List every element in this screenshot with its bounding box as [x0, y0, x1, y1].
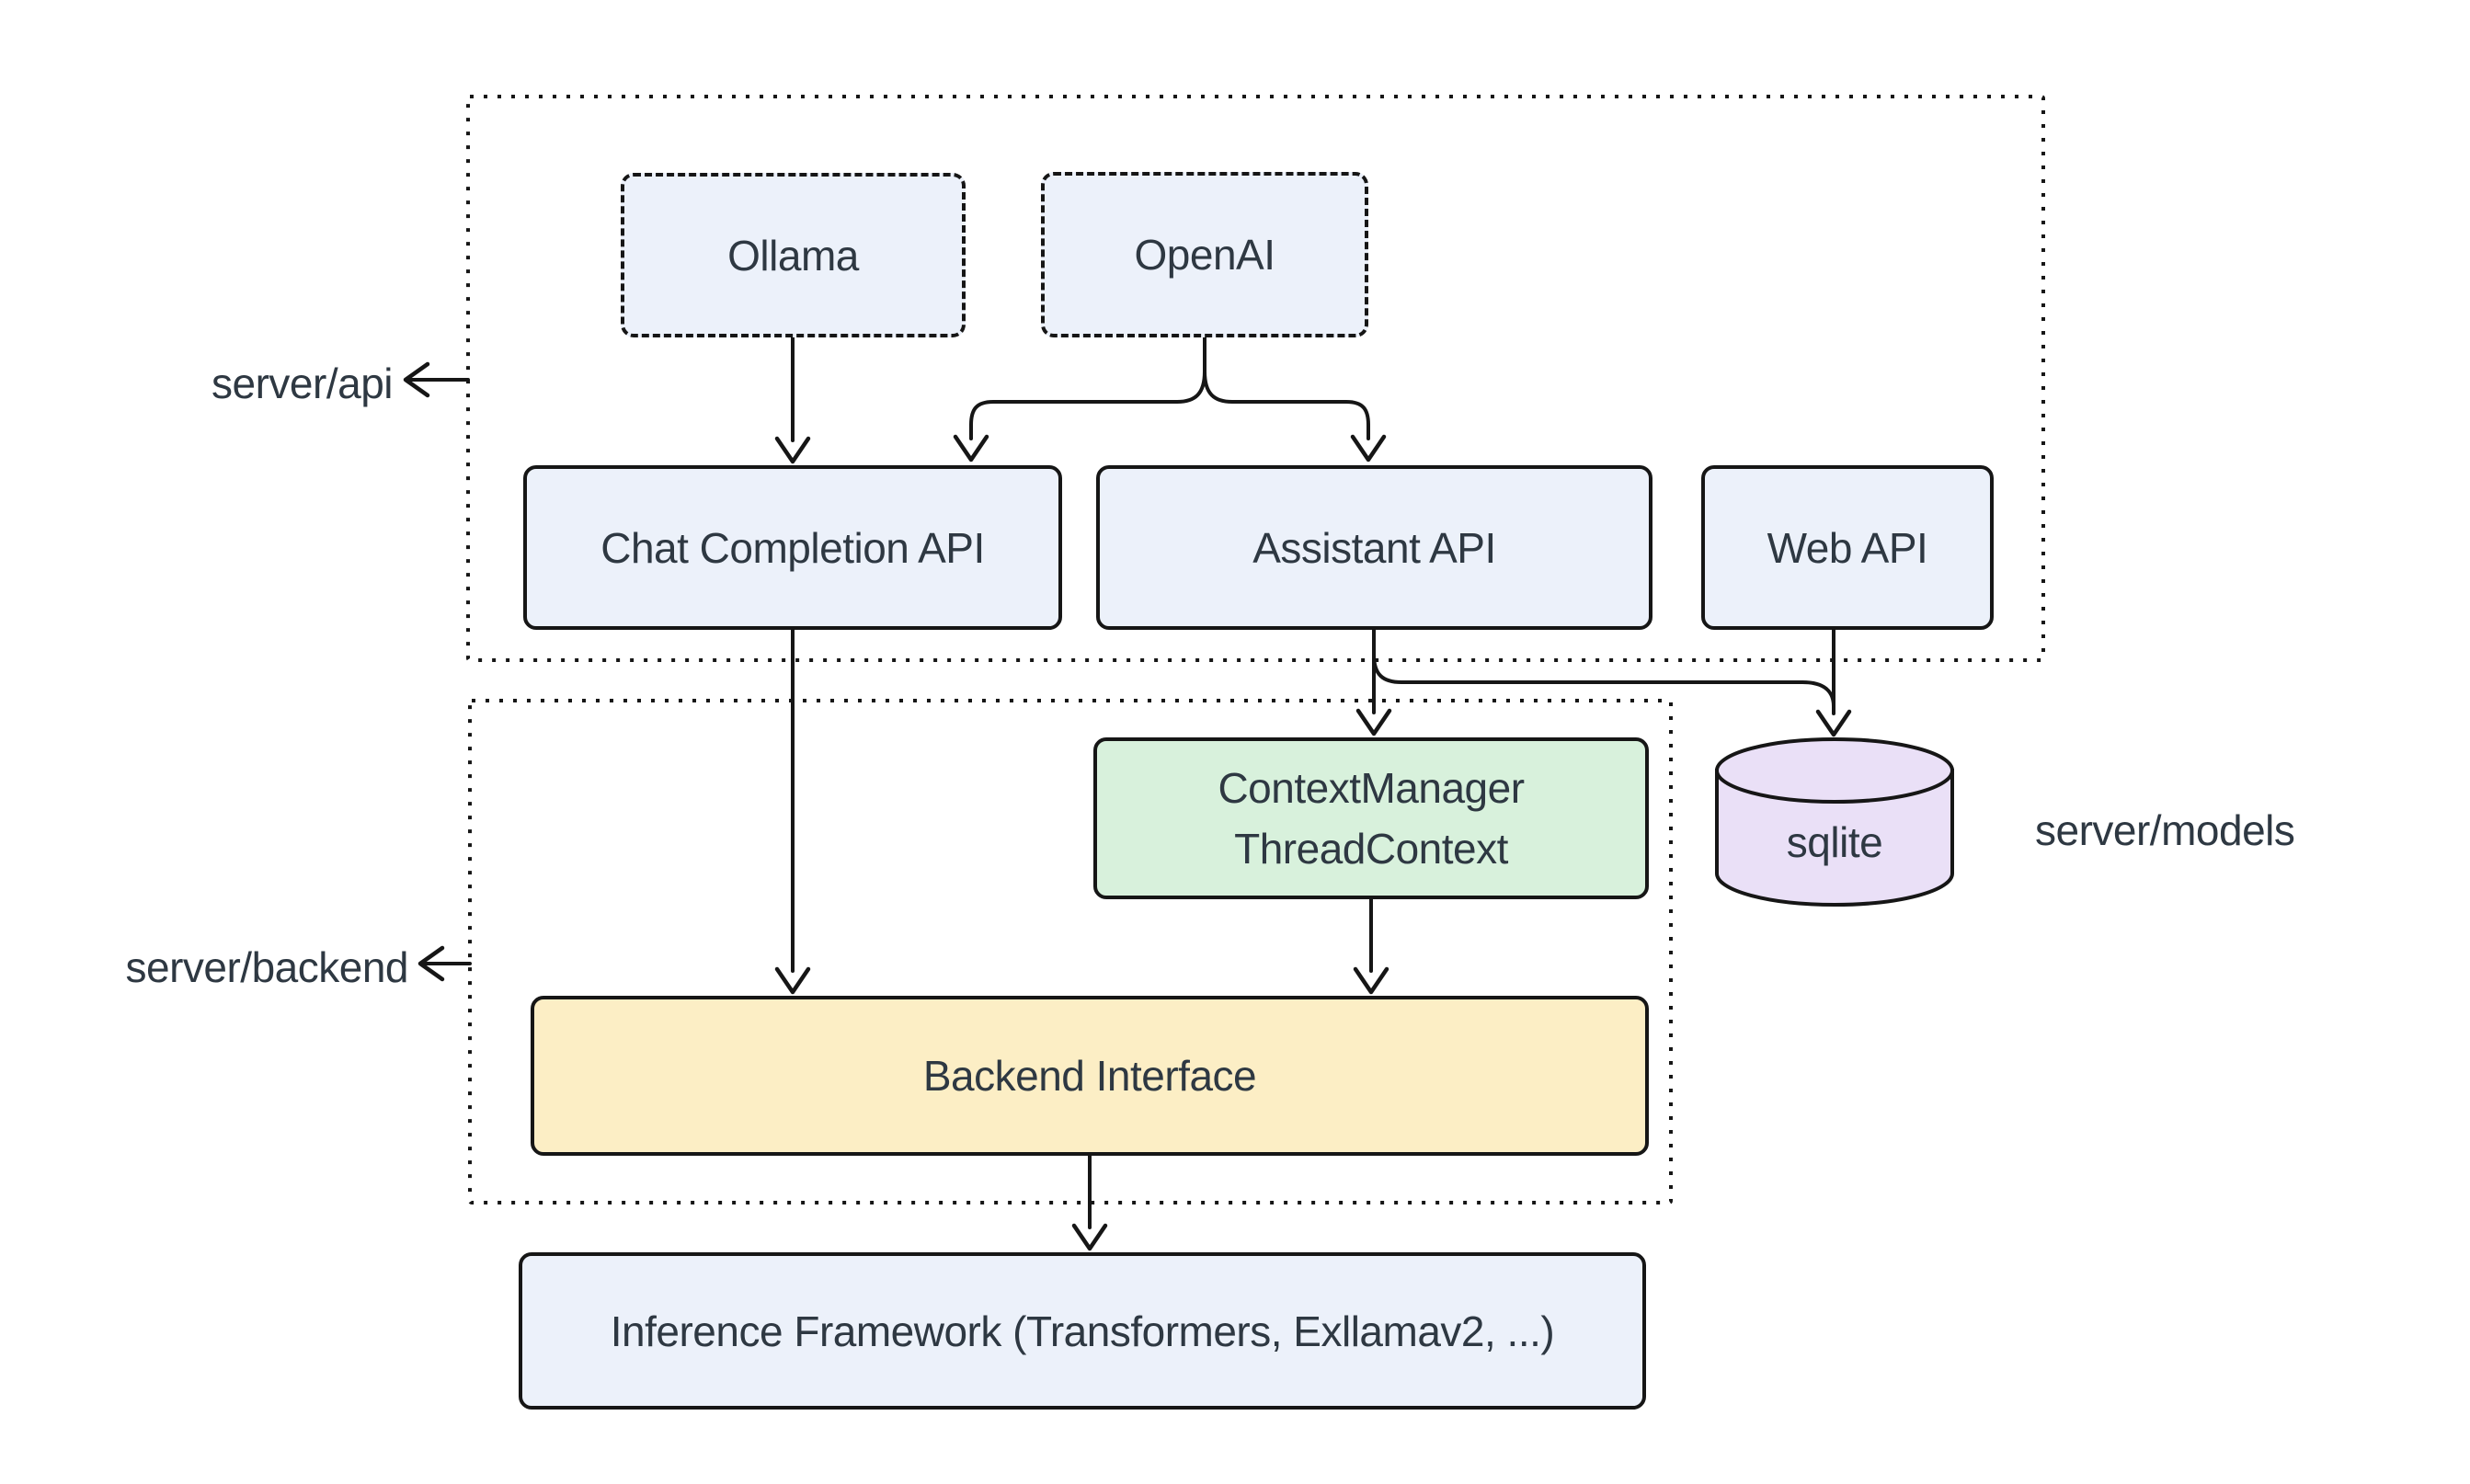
- group-label-server-backend: server/backend: [125, 943, 409, 991]
- node-context-manager: ContextManager ThreadContext: [1093, 737, 1649, 899]
- node-web-api-label: Web API: [1767, 523, 1928, 572]
- arrowhead-openai-to-assistant: [1350, 434, 1387, 462]
- arrowhead-ollama-to-chat: [774, 436, 811, 464]
- node-openai-label: OpenAI: [1134, 231, 1276, 279]
- arrowhead-chat-to-backend-interface: [774, 966, 811, 995]
- arrowhead-assistant-to-context-manager: [1355, 708, 1392, 736]
- node-assistant-api: Assistant API: [1096, 465, 1652, 630]
- node-ollama: Ollama: [621, 173, 966, 337]
- node-openai: OpenAI: [1041, 172, 1368, 337]
- node-assistant-api-label: Assistant API: [1252, 523, 1496, 572]
- node-inference-framework-label: Inference Framework (Transformers, Exlla…: [610, 1307, 1555, 1355]
- arrowhead-context-to-backend-interface: [1353, 966, 1389, 995]
- node-context-manager-label-line1: ContextManager: [1218, 764, 1525, 812]
- arrowhead-backend-to-inference: [1071, 1223, 1108, 1251]
- node-sqlite-label: sqlite: [1786, 818, 1883, 866]
- sqlite-cylinder-body: [1715, 769, 1954, 907]
- node-backend-interface: Backend Interface: [531, 996, 1649, 1156]
- sqlite-cylinder-top: [1715, 737, 1954, 804]
- node-ollama-label: Ollama: [727, 231, 859, 280]
- edge-openai-to-chat: [969, 336, 1206, 440]
- edge-openai-to-assistant: [1203, 370, 1370, 440]
- node-chat-completion-api: Chat Completion API: [523, 465, 1062, 630]
- arrowhead-server-backend-label: [417, 945, 445, 982]
- arrowhead-server-api-label: [403, 361, 430, 398]
- node-chat-completion-api-label: Chat Completion API: [600, 523, 985, 572]
- node-inference-framework: Inference Framework (Transformers, Exlla…: [519, 1252, 1646, 1410]
- group-label-server-models: server/models: [2035, 806, 2295, 854]
- node-context-manager-label-line2: ThreadContext: [1234, 825, 1508, 873]
- group-label-server-api: server/api: [212, 360, 393, 407]
- edge-assistant-to-sqlite: [1372, 653, 1835, 708]
- group-server-backend-border: [468, 699, 1673, 1204]
- arrowhead-openai-to-chat: [953, 434, 989, 462]
- node-web-api: Web API: [1701, 465, 1994, 630]
- node-backend-interface-label: Backend Interface: [922, 1052, 1257, 1100]
- arrowhead-to-sqlite: [1815, 709, 1852, 737]
